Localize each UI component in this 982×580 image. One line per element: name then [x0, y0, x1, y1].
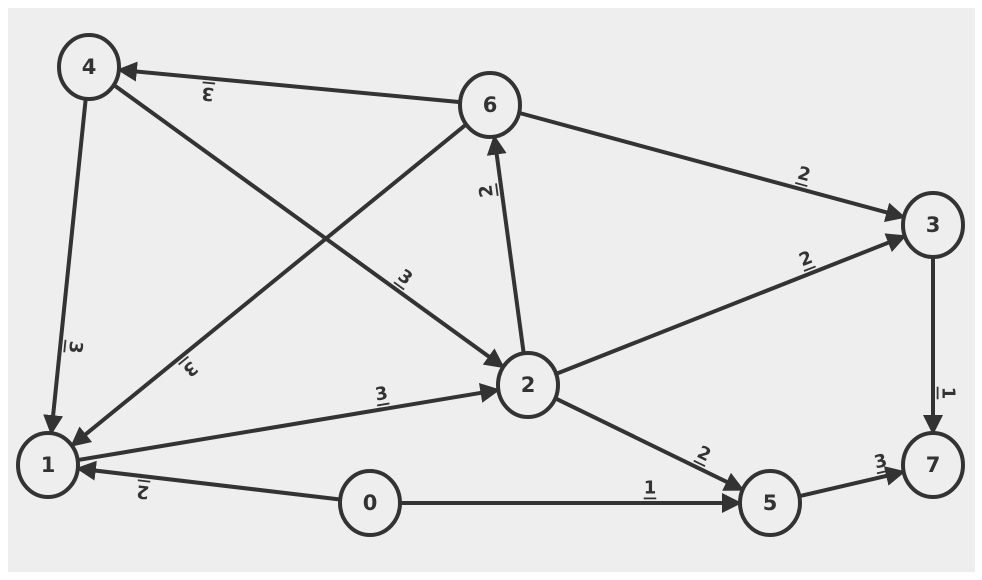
node-label: 7: [926, 453, 941, 477]
node-label: 5: [763, 491, 778, 515]
edge-weight-6-to-1: 3: [179, 357, 202, 381]
edge-6-to-1: [70, 122, 468, 448]
node-0[interactable]: 0: [338, 469, 402, 537]
node-1[interactable]: 1: [16, 431, 80, 499]
edge-2-to-5: [554, 396, 745, 492]
edge-6-to-3: [518, 110, 906, 223]
edge-1-to-2: [77, 383, 501, 463]
node-circle: [901, 191, 965, 259]
edge-weight-4-to-1: 3: [64, 340, 86, 355]
edge-4-to-1: [43, 98, 88, 436]
node-4[interactable]: 4: [57, 33, 121, 101]
node-label: 6: [483, 93, 498, 117]
edge-0-to-1: [75, 460, 341, 502]
node-6[interactable]: 6: [458, 71, 522, 139]
node-3[interactable]: 3: [901, 191, 965, 259]
node-5[interactable]: 5: [738, 469, 802, 537]
node-label: 1: [41, 453, 56, 477]
edge-weight-3-to-7: 1: [938, 387, 959, 400]
node-circle: [738, 469, 802, 537]
node-circle: [338, 469, 402, 537]
node-7[interactable]: 7: [901, 431, 965, 499]
node-label: 3: [926, 213, 941, 237]
node-circle: [57, 33, 121, 101]
node-label: 4: [82, 55, 97, 79]
edge-weight-2-to-3: 2: [796, 247, 815, 271]
edge-4-to-2: [112, 83, 505, 369]
edge-weight-0-to-1: 2: [135, 480, 150, 502]
edge-6-to-4: [116, 61, 461, 105]
edge-weight-5-to-7: 3: [872, 450, 889, 473]
node-label: 2: [521, 373, 536, 397]
edge-weight-2-to-6: 2: [475, 183, 497, 198]
edge-weight-2-to-5: 2: [694, 442, 714, 466]
edge-weight-1-to-2: 3: [374, 383, 390, 406]
node-circle: [901, 431, 965, 499]
graph-canvas: 3 3 3 3 2 2 2 3 2 1 2 3 1 0 1 2 3 4 5 6 7: [8, 8, 975, 572]
node-circle: [458, 71, 522, 139]
edge-weight-6-to-3: 2: [795, 163, 813, 187]
edge-weight-6-to-4: 3: [201, 82, 215, 104]
edge-2-to-3: [555, 233, 907, 376]
edge-weight-4-to-2: 3: [394, 265, 416, 289]
edge-2-to-6: [486, 134, 526, 354]
node-circle: [16, 431, 80, 499]
edge-weight-0-to-5: 1: [644, 478, 657, 499]
node-2[interactable]: 2: [496, 351, 560, 419]
node-circle: [496, 351, 560, 419]
edge-5-to-7: [798, 466, 906, 499]
node-label: 0: [363, 491, 378, 515]
